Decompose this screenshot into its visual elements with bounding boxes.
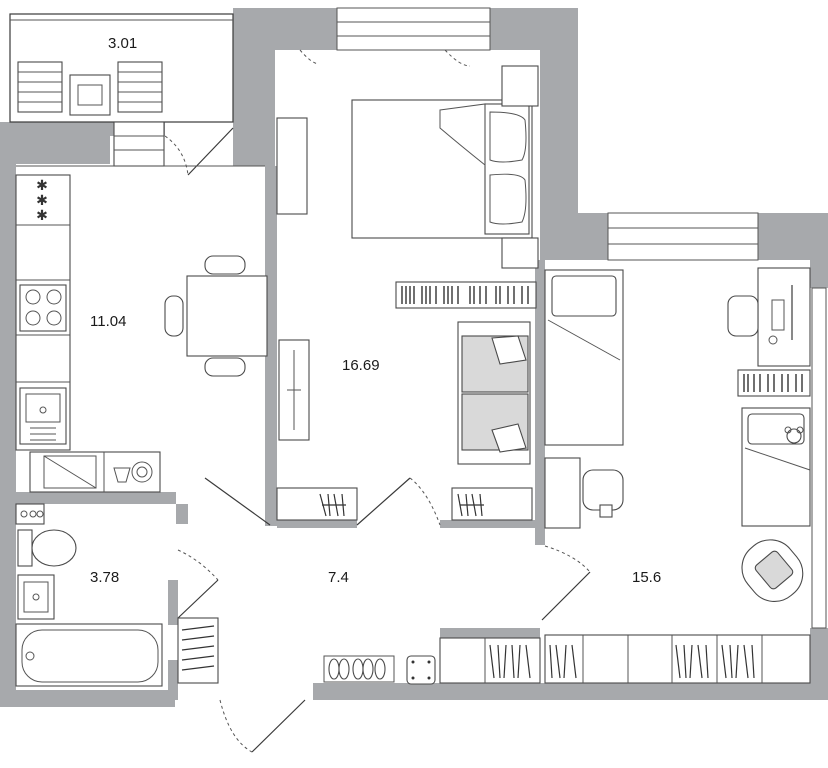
balcony-area: 3.01 (108, 35, 137, 52)
tv-icon (278, 339, 310, 441)
windows (336, 7, 827, 629)
stool-icon (406, 655, 436, 685)
washing-machine-icon (29, 451, 161, 493)
toilet-icon (17, 529, 77, 567)
fridge-icon: ✱ (36, 208, 48, 224)
kitchen-area: 11.04 (90, 313, 126, 330)
living-room-area: 16.69 (342, 357, 380, 374)
balcony-table (69, 74, 111, 116)
washbasin-icon (17, 574, 55, 620)
bedroom (439, 267, 811, 684)
chair-icon (582, 469, 624, 518)
fridge-icon: ✱ (36, 193, 48, 209)
single-bed-right (741, 407, 811, 527)
bed (351, 99, 533, 239)
bathroom (15, 503, 219, 687)
hob-icon (19, 284, 67, 332)
single-bed-left (544, 269, 624, 446)
dining-table (164, 255, 268, 377)
bathtub-icon (15, 623, 163, 687)
bathroom-area: 3.78 (90, 569, 119, 586)
deck-chair-right (117, 61, 163, 113)
shoes-icon (323, 655, 395, 683)
area-labels: 3.01 11.04 16.69 3.78 7.4 15.6 (90, 35, 661, 586)
living-room (204, 49, 539, 526)
deck-chair-left (17, 61, 63, 113)
sofa (457, 321, 531, 465)
hallway (177, 545, 591, 753)
monitor-icon (768, 285, 793, 345)
hallway-area: 7.4 (328, 569, 349, 586)
bedroom-area: 15.6 (632, 569, 661, 586)
bookshelf-bedroom (737, 369, 811, 397)
fridge-icon: ✱ (36, 178, 48, 194)
armchair-icon (741, 539, 804, 603)
kitchen: ✱ ✱ ✱ (15, 174, 268, 493)
bookshelf (395, 281, 537, 309)
sink-icon (19, 387, 67, 445)
balcony (9, 13, 265, 176)
desk-chair-icon (727, 295, 759, 337)
wardrobe (439, 634, 811, 684)
